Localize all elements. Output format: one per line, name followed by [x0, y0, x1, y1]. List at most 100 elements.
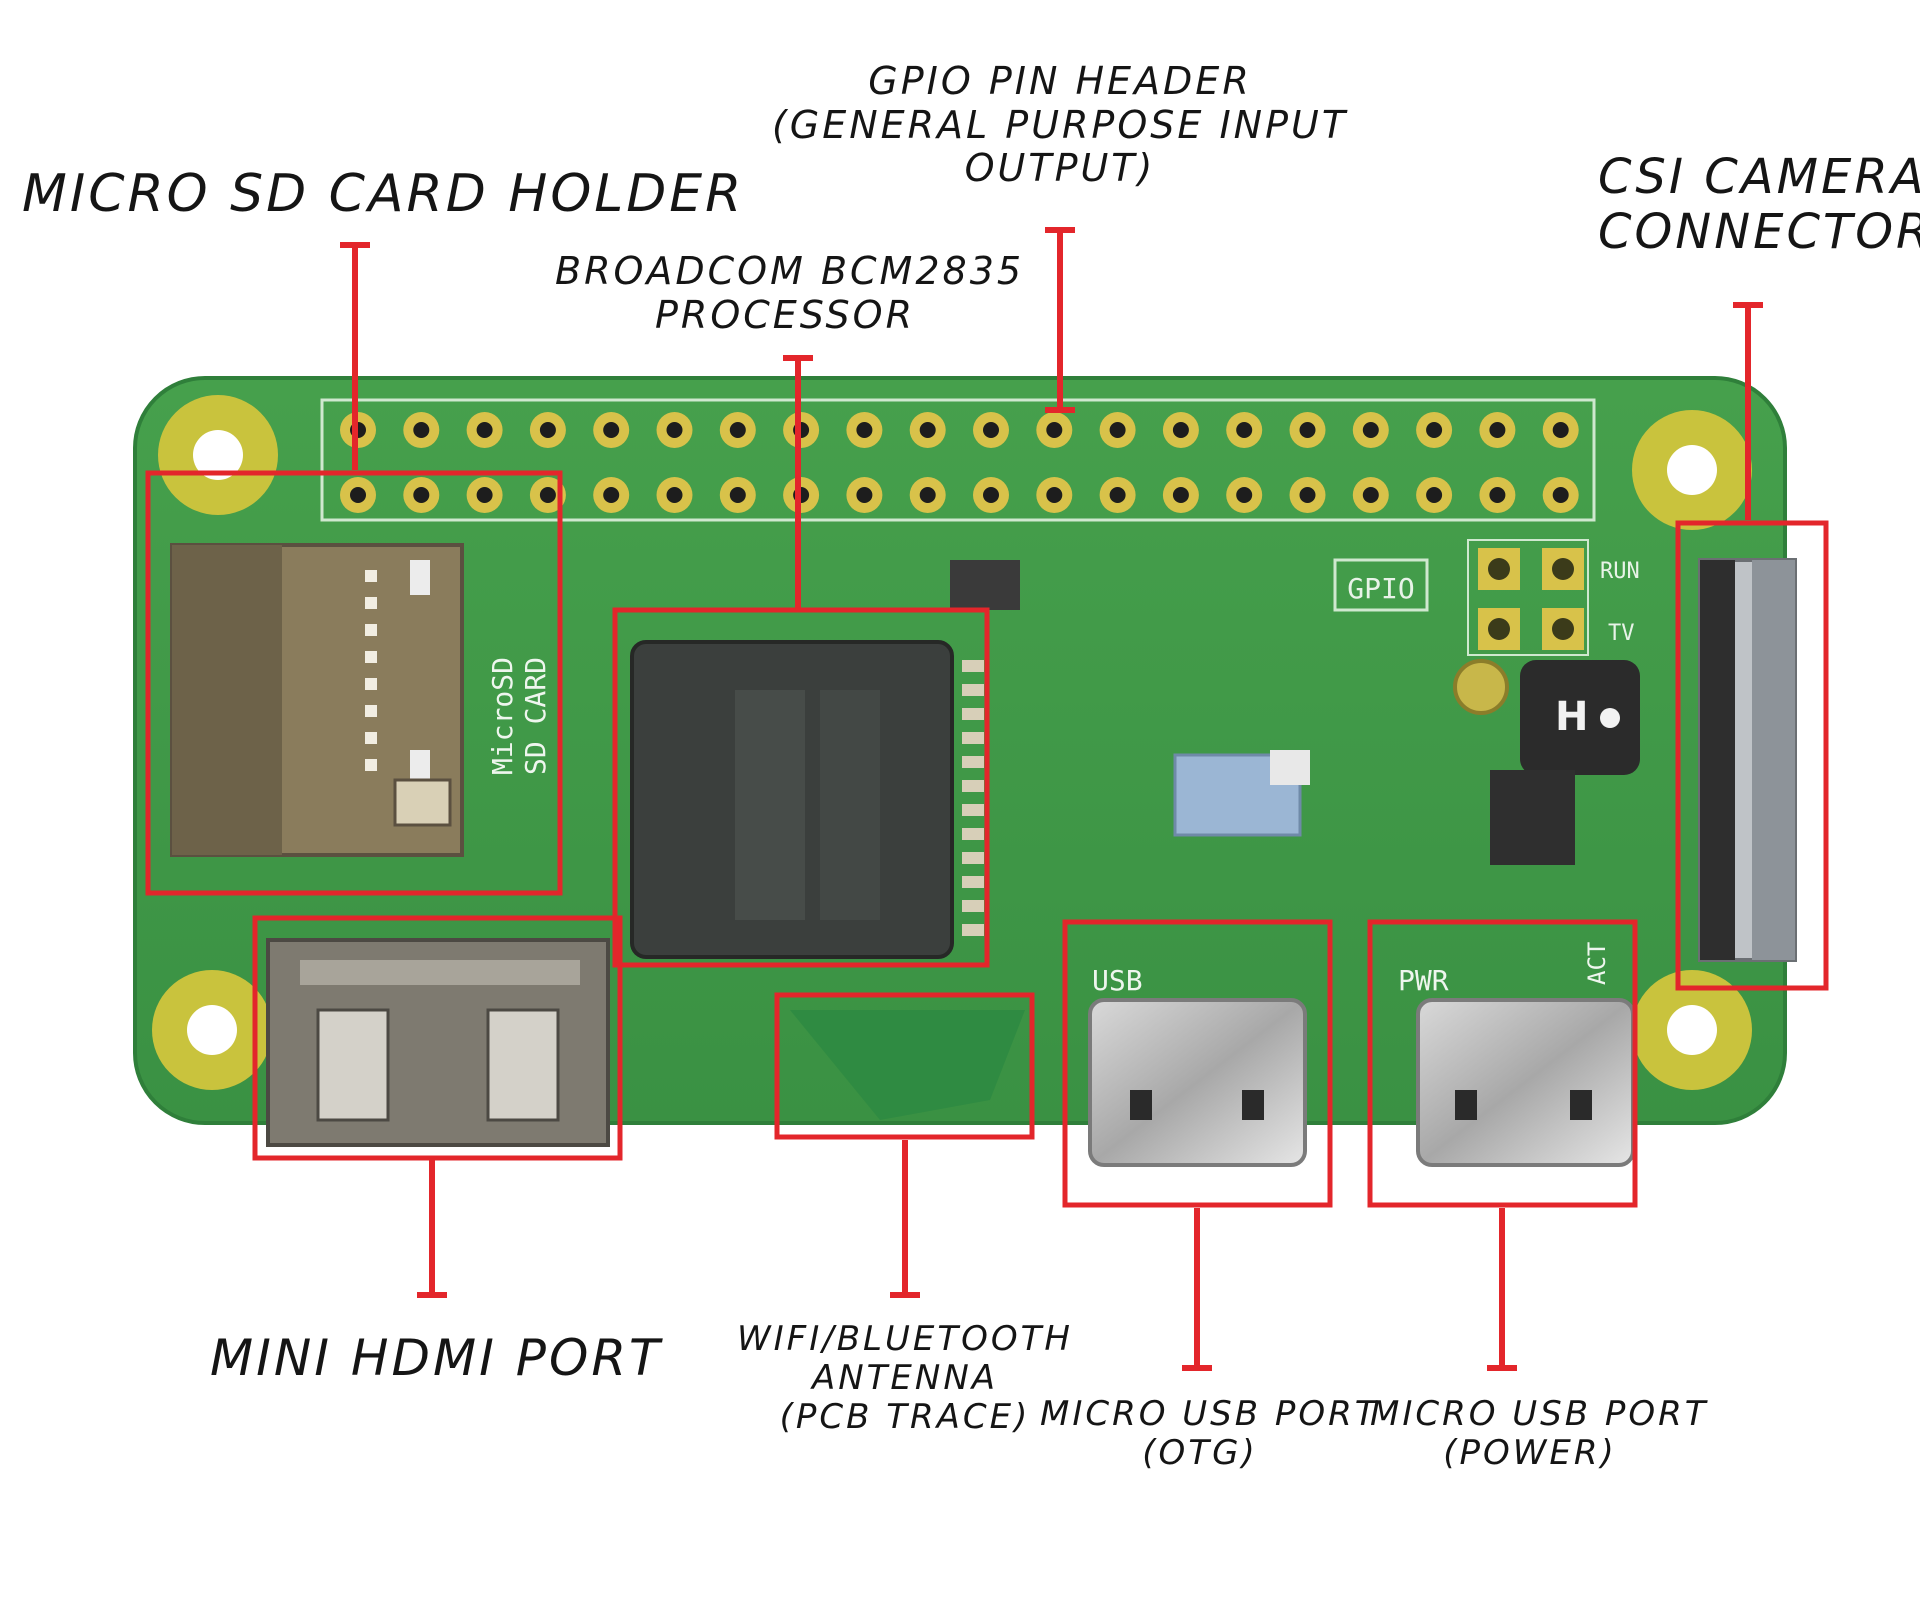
mounting-hole-tl [158, 395, 278, 515]
microsd-contact [365, 624, 377, 636]
gpio-pin-hole [1109, 422, 1126, 438]
gpio-pin-hole [1426, 487, 1443, 503]
callout-usb-pwr: MICRO USB PORT (POWER) [1370, 1394, 1709, 1474]
gpio-pin-hole [729, 487, 746, 503]
callout-antenna: WIFI/BLUETOOTH ANTENNA (PCB TRACE) [735, 1319, 1075, 1437]
microsd-contact [365, 759, 377, 771]
microsd-contact [365, 570, 377, 582]
leader-csi [1733, 302, 1763, 520]
gpio-pin-hole [603, 422, 620, 438]
csi-connector [1698, 558, 1797, 962]
mounting-hole-br [1632, 970, 1752, 1090]
gpio-pin-hole [1362, 422, 1379, 438]
processor-capacitor [962, 876, 984, 888]
callout-microsd-line-1: MICRO SD CARD HOLDER [22, 164, 745, 224]
pwr-silk-label: PWR [1398, 964, 1449, 997]
gpio-pin-hole [983, 422, 999, 438]
callout-hdmi-line-1: MINI HDMI PORT [210, 1329, 663, 1387]
microsd-contact [365, 705, 377, 717]
callout-antenna-line-2: ANTENNA [811, 1358, 999, 1399]
processor-capacitor [962, 708, 984, 720]
highlight-antenna [774, 992, 1035, 1140]
highlight-hdmi [252, 915, 623, 1161]
inductor [1520, 660, 1640, 775]
callout-gpio: GPIO PIN HEADER (GENERAL PURPOSE INPUT O… [720, 59, 1400, 191]
gpio-pin-hole [666, 422, 683, 438]
callout-csi-line-1: CSI CAMERA [1598, 149, 1920, 205]
antenna-trace [790, 1010, 1025, 1120]
gpio-pin-hole [856, 422, 873, 438]
micro-usb-otg-connector [1088, 998, 1307, 1167]
gpio-pin-hole [1552, 422, 1569, 438]
leader-hdmi [417, 1160, 447, 1298]
gpio-pin-hole [476, 422, 493, 438]
callout-processor-line-2: PROCESSOR [655, 292, 915, 337]
act-silk-label: ACT [1583, 942, 1611, 985]
gpio-pin-hole [476, 487, 493, 503]
micro-usb-pwr-connector [1416, 998, 1635, 1167]
gpio-pin-hole [1172, 487, 1189, 503]
processor-capacitor [962, 900, 984, 912]
microsd-contact [365, 732, 377, 744]
mounting-hole-bl [152, 970, 272, 1090]
processor-capacitor [962, 852, 984, 864]
callout-microsd: MICRO SD CARD HOLDER [22, 164, 745, 225]
gpio-pin-hole [350, 487, 366, 503]
highlight-boxes [145, 470, 1829, 1208]
leader-antenna [890, 1140, 920, 1298]
microsd-holder [170, 543, 464, 857]
microsd-contacts [365, 570, 377, 771]
run-silk-label: RUN [1600, 559, 1640, 584]
callout-usb-pwr-line-1: MICRO USB PORT [1370, 1394, 1709, 1434]
microsd-contact [365, 678, 377, 690]
gpio-header-outline [320, 398, 1596, 522]
callout-usb-pwr-line-2: (POWER) [1443, 1433, 1617, 1474]
microsd-contact [365, 651, 377, 663]
gpio-pin-hole [1299, 422, 1316, 438]
gpio-pin-hole [729, 422, 746, 438]
inductor-mark: H [1555, 694, 1588, 740]
leader-processor [783, 355, 813, 608]
gpio-pin-hole [1552, 487, 1569, 503]
gpio-pin-hole [1046, 422, 1063, 438]
gpio-pin-hole [539, 487, 556, 503]
callout-gpio-line-2: (GENERAL PURPOSE INPUT [771, 102, 1349, 147]
gpio-pin-hole [413, 422, 430, 438]
processor-marking [735, 690, 805, 920]
gpio-pin-hole [856, 487, 873, 503]
tv-silk-label: TV [1608, 621, 1635, 646]
gpio-pin-hole [539, 422, 556, 438]
gpio-pin-hole [1046, 487, 1063, 503]
callout-antenna-line-1: WIFI/BLUETOOTH [737, 1319, 1073, 1359]
processor-capacitor [962, 924, 984, 936]
gpio-pin-hole [1489, 487, 1506, 503]
processor-marking-2 [820, 690, 880, 920]
mounting-hole-tr [1632, 410, 1752, 530]
gpio-pin-hole [1426, 422, 1443, 438]
mini-hdmi-connector [266, 938, 610, 1147]
highlight-processor [612, 607, 990, 968]
callout-usb-otg: MICRO USB PORT (OTG) [1040, 1394, 1379, 1473]
gpio-silk-label: GPIO [1347, 572, 1414, 605]
gpio-pin-hole [1299, 487, 1316, 503]
processor-side-components [962, 660, 984, 936]
leader-usb-otg [1182, 1208, 1212, 1371]
processor-capacitor [962, 660, 984, 672]
processor-capacitor [962, 828, 984, 840]
callout-usb-otg-line-1: MICRO USB PORT [1040, 1394, 1379, 1434]
gpio-pin-hole [919, 487, 936, 503]
gpio-pin-hole [413, 487, 430, 503]
leader-gpio [1045, 227, 1075, 413]
gpio-pin-hole [1236, 422, 1253, 438]
gpio-pins [340, 412, 1579, 513]
gpio-pin-hole [1236, 487, 1253, 503]
sd-silk-bottom: SD CARD [519, 657, 552, 775]
run-tv-pads [1478, 548, 1584, 650]
highlight-microsd [145, 470, 563, 896]
gpio-pin-hole [1362, 487, 1379, 503]
gpio-pin-hole [983, 487, 999, 503]
leader-usb-pwr [1487, 1208, 1517, 1371]
processor-capacitor [962, 804, 984, 816]
callout-gpio-line-3: OUTPUT) [964, 146, 1156, 191]
